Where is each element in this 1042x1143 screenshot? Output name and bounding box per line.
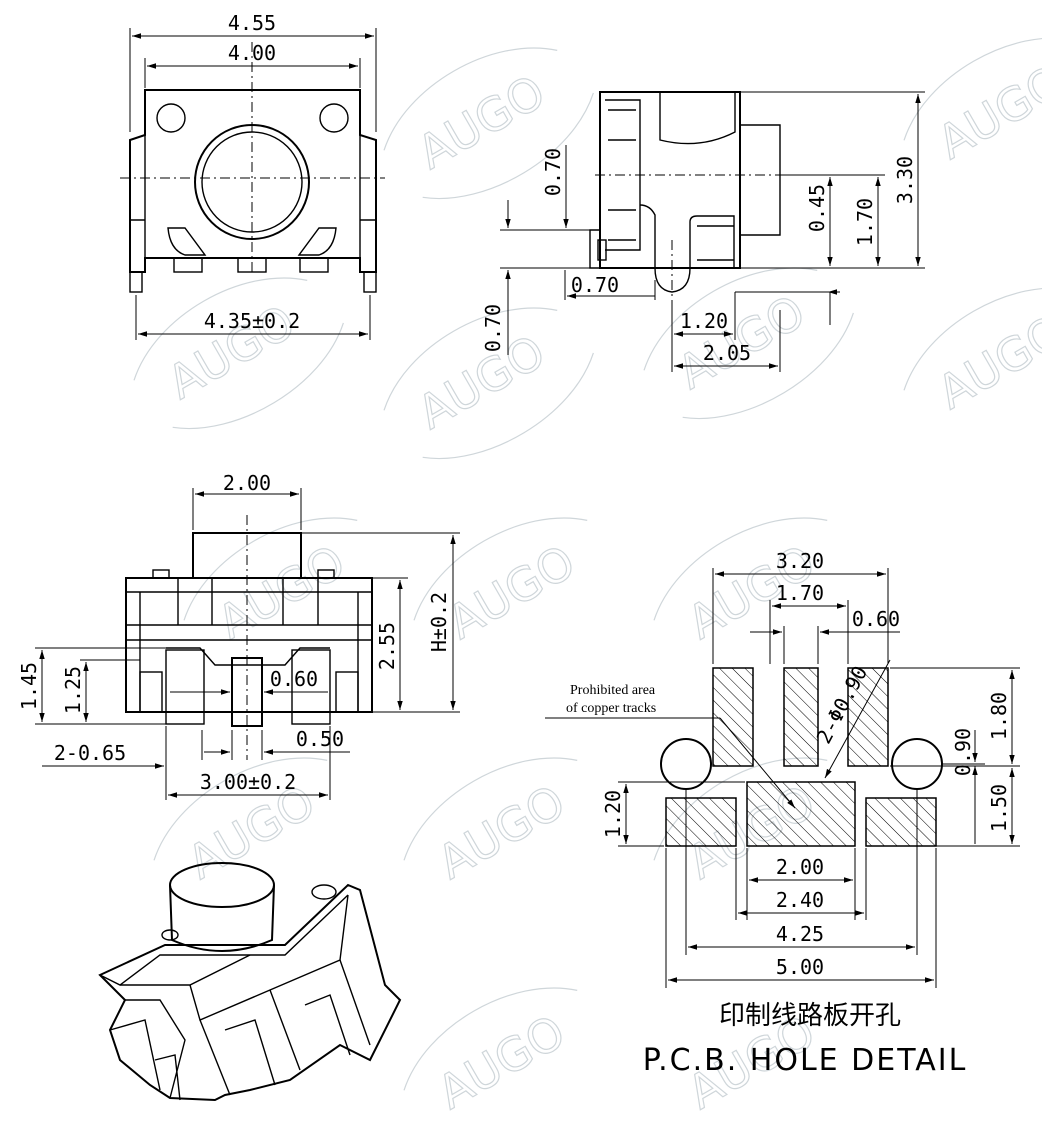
- mounting-hole: [891, 738, 943, 790]
- dim-slot-spacing: 1.70: [776, 581, 824, 605]
- dim-leg-height-inner: 1.25: [61, 666, 85, 714]
- dim-plunger-offset: 0.45: [805, 184, 829, 232]
- dim-terminal-thickness: 0.70: [571, 273, 619, 297]
- isometric-view: [98, 862, 402, 1102]
- dim-center-pad-outer: 2.40: [776, 888, 824, 912]
- mounting-hole: [660, 738, 712, 790]
- svg-text:AUGO: AUGO: [929, 304, 1042, 419]
- center-pad: [746, 781, 856, 847]
- watermark-logo: AUGO: [153, 757, 328, 890]
- dim-total-height-front: H±0.2: [427, 592, 451, 652]
- dim-hole-spacing: 4.25: [776, 922, 824, 946]
- dim-terminal-drop: 0.70: [481, 304, 505, 352]
- slot-pad: [783, 667, 819, 767]
- dim-pad-offset: 1.50: [987, 784, 1011, 832]
- dim-pad-height: 1.20: [601, 790, 625, 838]
- note-prohibited-area: Prohibited area: [570, 683, 656, 698]
- watermark-logo: AUGO: [403, 987, 578, 1120]
- watermark-logo: AUGO: [403, 757, 578, 890]
- dim-total-height: 3.30: [893, 156, 917, 204]
- side-view: 3.30 1.70 0.45 0.70 0.70 0.70 1.20 2.05: [481, 91, 925, 372]
- dim-leg-span: 3.00±0.2: [200, 770, 296, 794]
- svg-text:AUGO: AUGO: [429, 774, 575, 889]
- dim-overall-width: 4.55: [228, 11, 276, 35]
- dim-leg-height-outer: 1.45: [17, 662, 41, 710]
- watermark-logo: AUGO: [133, 277, 344, 430]
- dim-slot-height: 1.80: [987, 692, 1011, 740]
- note-copper-tracks: of copper tracks: [566, 701, 656, 716]
- watermark-logo: AUGO: [383, 47, 594, 200]
- dim-plunger-width: 2.00: [223, 471, 271, 495]
- dim-leg-width: 2-0.65: [54, 741, 126, 765]
- svg-text:AUGO: AUGO: [429, 1004, 575, 1119]
- caption-english: P.C.B. HOLE DETAIL: [643, 1043, 968, 1078]
- dim-pcb-outer-width: 3.20: [776, 549, 824, 573]
- svg-text:AUGO: AUGO: [409, 64, 555, 179]
- pcb-hole-detail: Prohibited area of copper tracks 3.20 1.…: [545, 549, 1020, 1078]
- slot-pad: [847, 667, 889, 767]
- dim-body-height-front: 2.55: [375, 622, 399, 670]
- dim-slot-width-front: 0.60: [270, 667, 318, 691]
- top-view: 4.55 4.00 4.35±0.2: [120, 11, 385, 340]
- slot-pad: [712, 667, 754, 767]
- dim-hole-offset: 0.90: [951, 728, 975, 776]
- caption-chinese: 印制线路板开孔: [719, 1001, 901, 1031]
- dim-pcb-slot-width: 0.60: [852, 607, 900, 631]
- watermark-logo: AUGO: [653, 517, 828, 650]
- dim-pcb-overall-width: 5.00: [776, 955, 824, 979]
- side-pad: [665, 797, 737, 847]
- svg-text:AUGO: AUGO: [929, 54, 1042, 169]
- dim-terminal-width: 4.35±0.2: [204, 309, 300, 333]
- watermark-logo: AUGO: [903, 287, 1042, 420]
- svg-text:AUGO: AUGO: [439, 534, 585, 649]
- dim-leg-pitch: 0.50: [296, 727, 344, 751]
- dim-base-depth: 2.05: [703, 341, 751, 365]
- front-view: 2.00 H±0.2 2.55 1.45 1.25 0.60 0.50 2-0.…: [17, 471, 460, 800]
- dim-height-top: 0.70: [541, 148, 565, 196]
- dim-body-height: 1.70: [853, 198, 877, 246]
- side-pad: [865, 797, 937, 847]
- dim-inner-width: 4.00: [228, 41, 276, 65]
- dim-terminal-width-side: 1.20: [680, 309, 728, 333]
- dim-center-pad-width: 2.00: [776, 855, 824, 879]
